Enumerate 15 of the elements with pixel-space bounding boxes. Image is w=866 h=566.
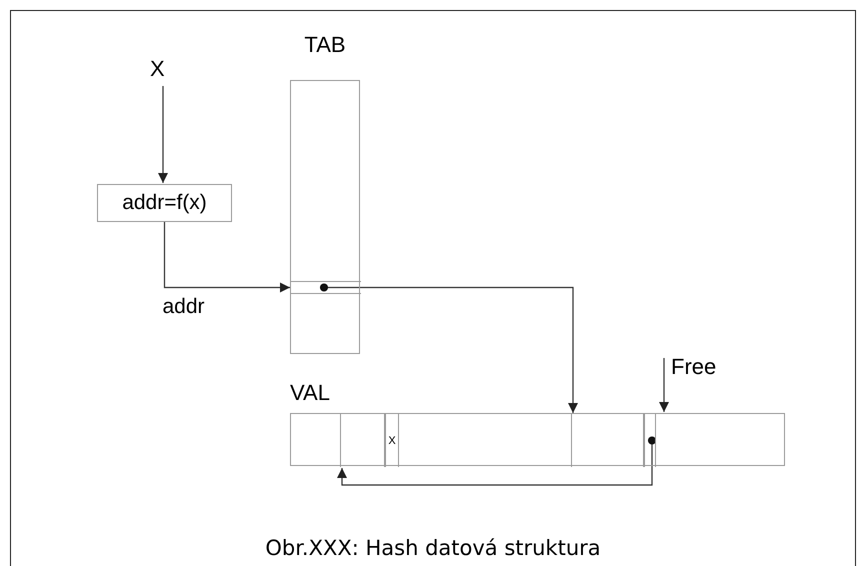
table-title: TAB bbox=[303, 32, 347, 59]
arrow bbox=[164, 222, 290, 292]
pointer-arrow bbox=[337, 436, 656, 486]
array-cell bbox=[340, 414, 385, 467]
array-title: VAL bbox=[290, 380, 331, 407]
pointer-arrow bbox=[320, 283, 578, 413]
table-slot bbox=[291, 281, 361, 294]
array-cell bbox=[571, 414, 644, 467]
arrow bbox=[659, 358, 669, 412]
arrow bbox=[158, 86, 168, 183]
pointer-label: X bbox=[150, 56, 176, 86]
function-box: addr=f(x) bbox=[97, 184, 232, 222]
marked-cell: X bbox=[385, 414, 399, 467]
array-cell bbox=[644, 414, 656, 467]
pointer-label: Free bbox=[657, 354, 719, 384]
